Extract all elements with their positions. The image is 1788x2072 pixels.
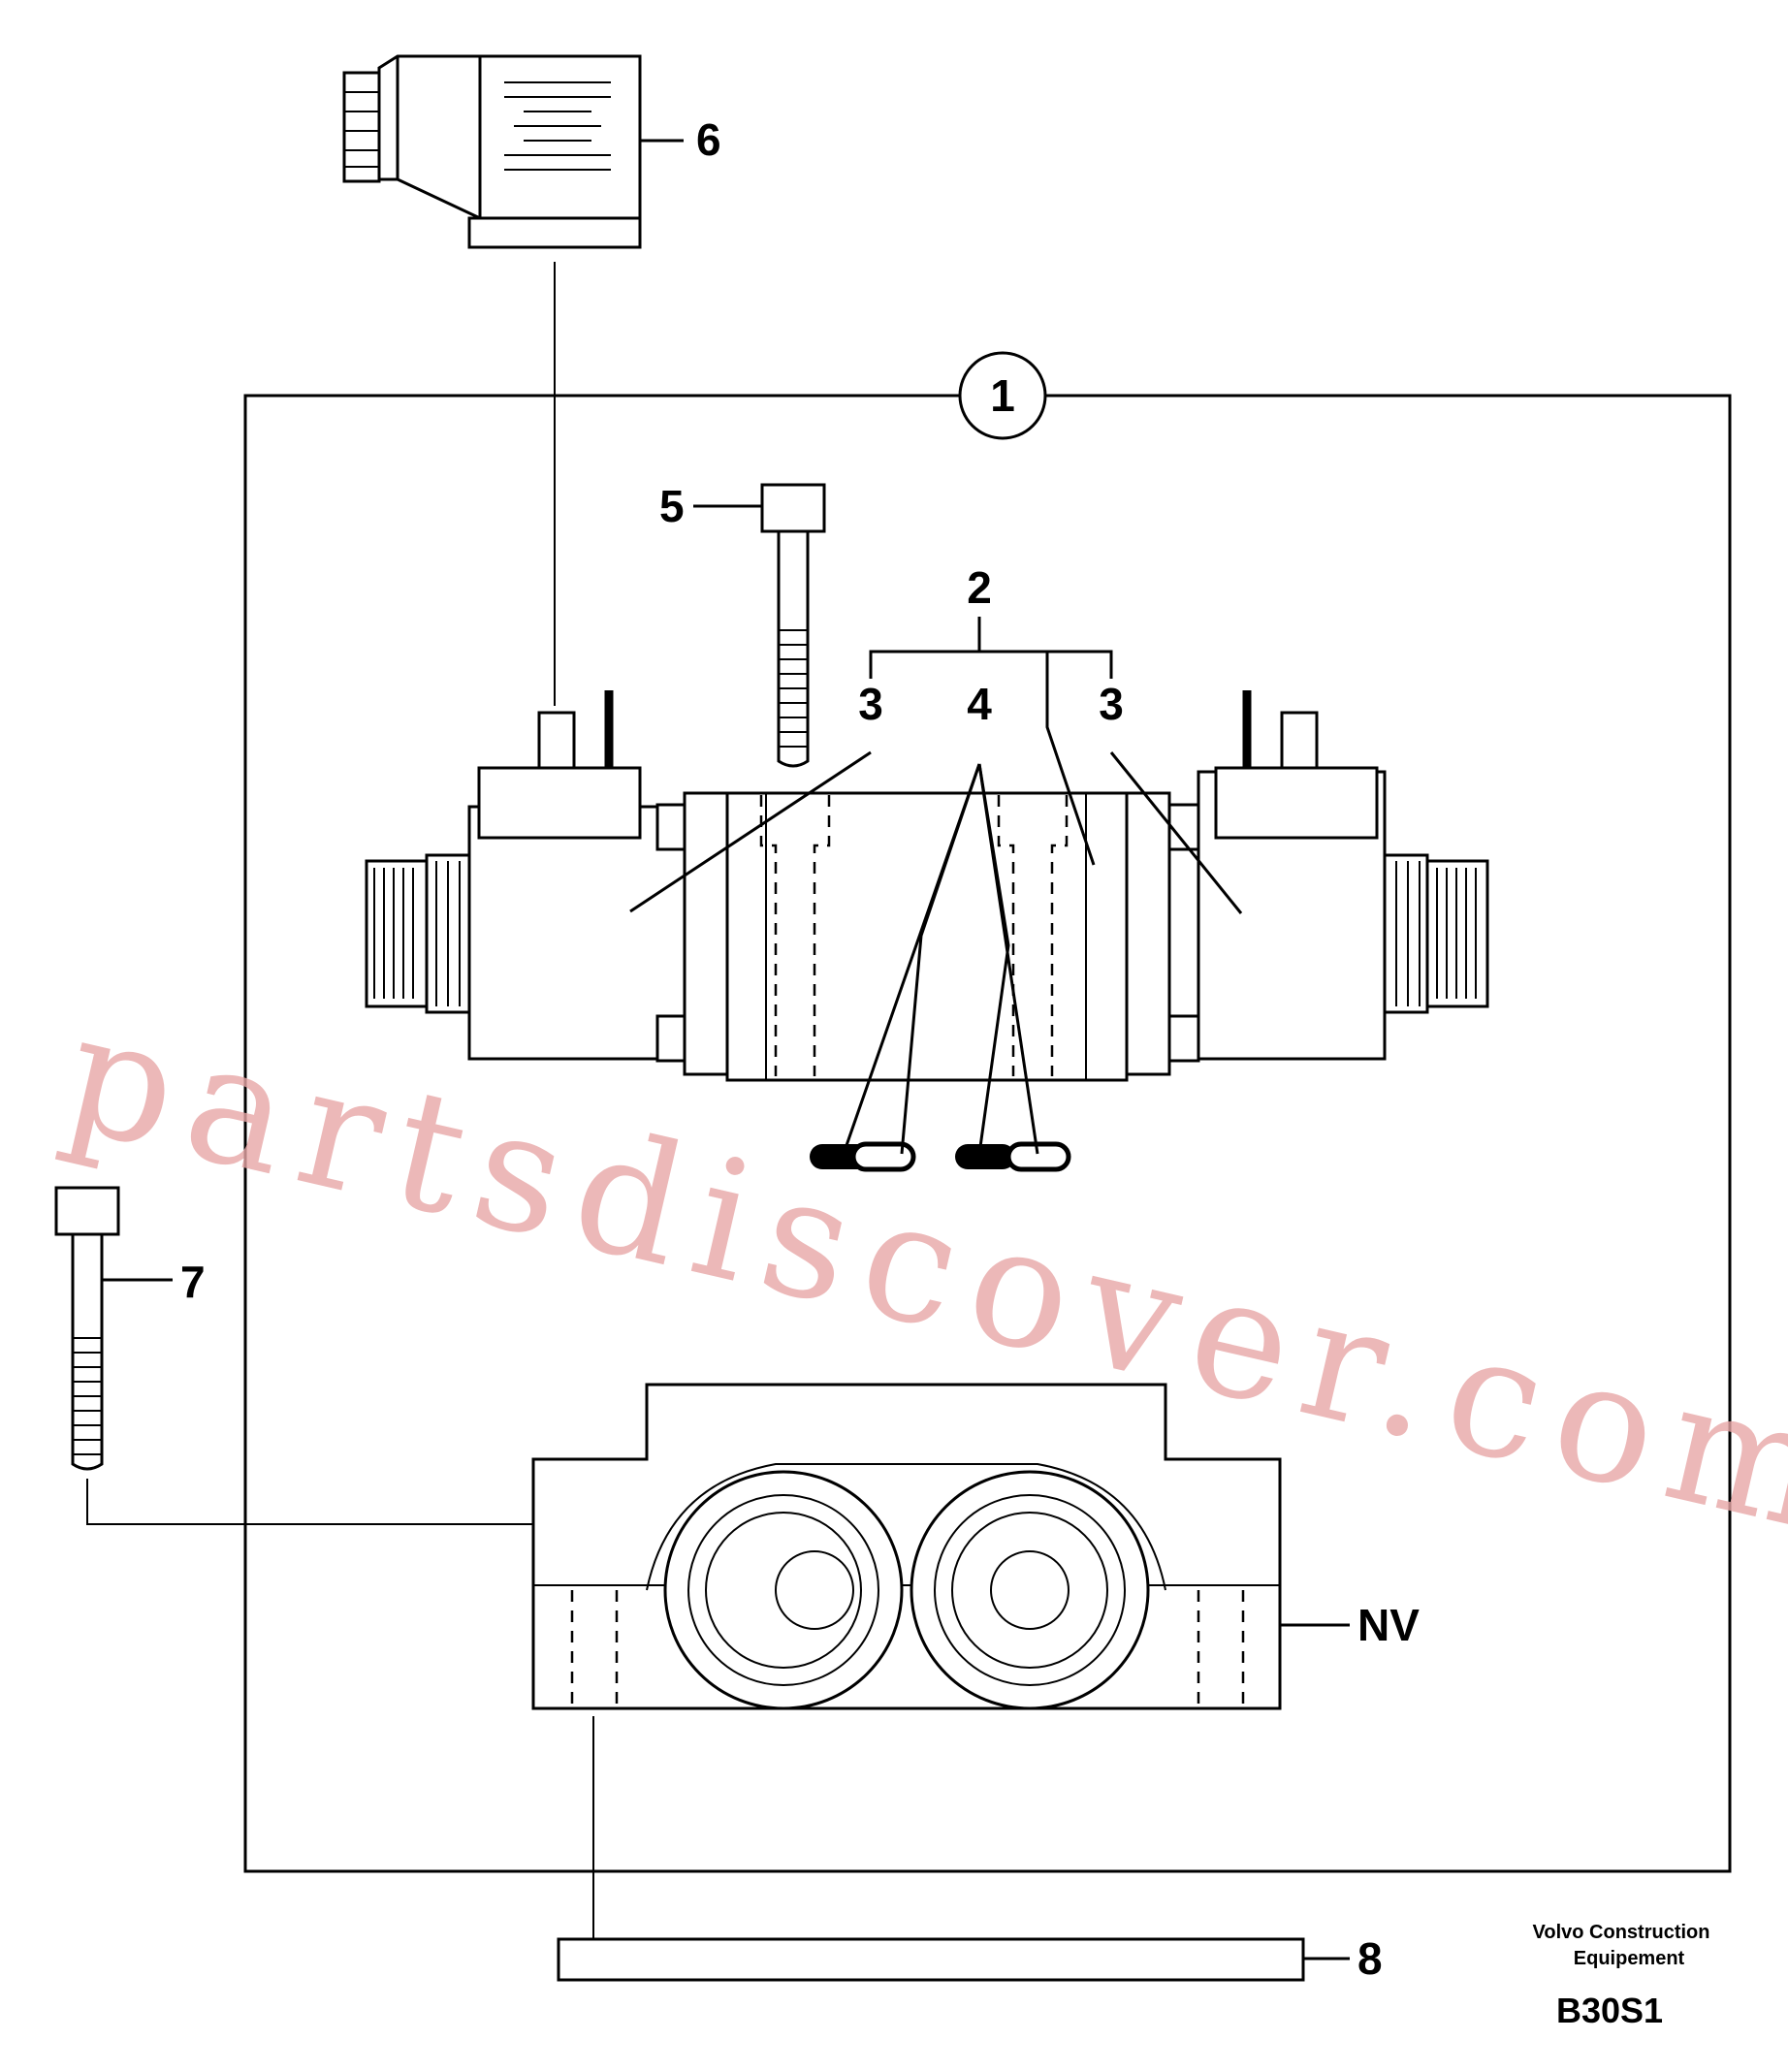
base-plate: NV xyxy=(531,1383,1420,1939)
callout-3-right: 3 xyxy=(1099,679,1124,729)
valve-callouts: 2 3 4 3 xyxy=(629,562,1243,1155)
base-screw: 7 xyxy=(54,1186,594,1585)
callout-7: 7 xyxy=(180,1257,206,1307)
diagram-code: B30S1 xyxy=(1556,1991,1663,2030)
callout-nv: NV xyxy=(1357,1600,1420,1650)
solenoid-valve xyxy=(365,690,1489,1082)
assembly-frame: 1 xyxy=(243,351,1732,1873)
credit-line-2: Equipement xyxy=(1574,1948,1685,1969)
callout-2: 2 xyxy=(967,562,992,613)
callout-5: 5 xyxy=(659,481,685,531)
callout-8: 8 xyxy=(1357,1933,1383,1984)
gasket: 8 xyxy=(557,1933,1383,1984)
callout-6: 6 xyxy=(696,114,721,165)
connector-plug: 6 xyxy=(342,54,721,706)
coil-screw: 5 xyxy=(659,481,826,768)
callout-3-left: 3 xyxy=(858,679,883,729)
callout-1: 1 xyxy=(990,370,1015,421)
callout-4: 4 xyxy=(967,679,992,729)
o-rings xyxy=(810,1141,1071,1172)
credit-block: Volvo Construction Equipement B30S1 xyxy=(1533,1922,1710,2030)
credit-line-1: Volvo Construction xyxy=(1533,1922,1710,1943)
